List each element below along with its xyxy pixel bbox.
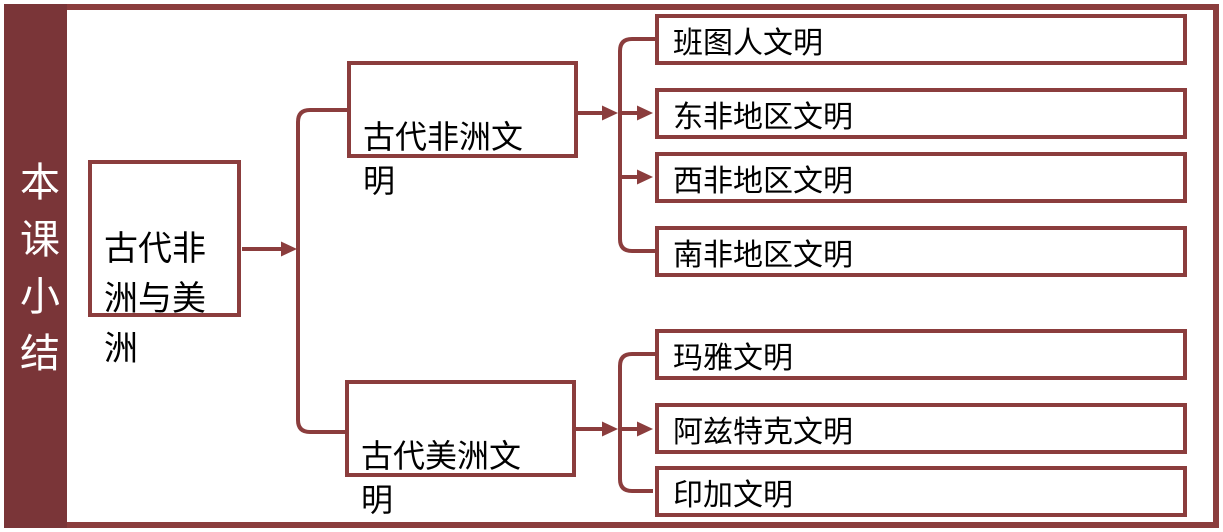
node-label: 班图人文明 [673,26,823,60]
node-label: 古代非 洲与美 洲 [104,230,206,368]
node-label: 印加文明 [673,478,793,512]
page-title: 本课小结 [14,160,58,389]
node-label: 古代美洲文 明 [361,438,522,518]
connector-root-arrowhead [281,241,297,257]
node-aztec-civilization: 阿兹特克文明 [655,403,1187,454]
node-label: 古代非洲文 明 [363,119,524,199]
connector-american-arrowhead [602,421,618,437]
connector-aztec-arrowhead [637,421,653,437]
connector-african-vertical [618,37,655,253]
node-label: 西非地区文明 [673,164,853,198]
node-ancient-american-civilization: 古代美洲文 明 [345,380,576,518]
node-label: 东非地区文明 [673,100,853,134]
node-inca-civilization: 印加文明 [655,466,1187,517]
connector-east-africa-arrowhead [637,105,653,121]
node-label: 玛雅文明 [673,341,793,375]
node-bantu-civilization: 班图人文明 [655,14,1187,65]
connector-american-vertical [618,352,655,493]
connector-african-arrowhead [602,105,618,121]
node-ancient-african-civilization: 古代非洲文 明 [347,61,578,199]
node-south-africa-civilization: 南非地区文明 [655,226,1187,277]
node-label: 南非地区文明 [673,238,853,272]
connector-main-branch [296,108,347,434]
connector-west-africa-arrowhead [637,169,653,185]
node-maya-civilization: 玛雅文明 [655,329,1187,380]
sidebar-title-bar: 本课小结 [4,4,67,528]
node-label: 阿兹特克文明 [673,415,853,449]
node-east-africa-civilization: 东非地区文明 [655,88,1187,139]
node-west-africa-civilization: 西非地区文明 [655,152,1187,203]
node-ancient-africa-america: 古代非 洲与美 洲 [88,160,241,368]
